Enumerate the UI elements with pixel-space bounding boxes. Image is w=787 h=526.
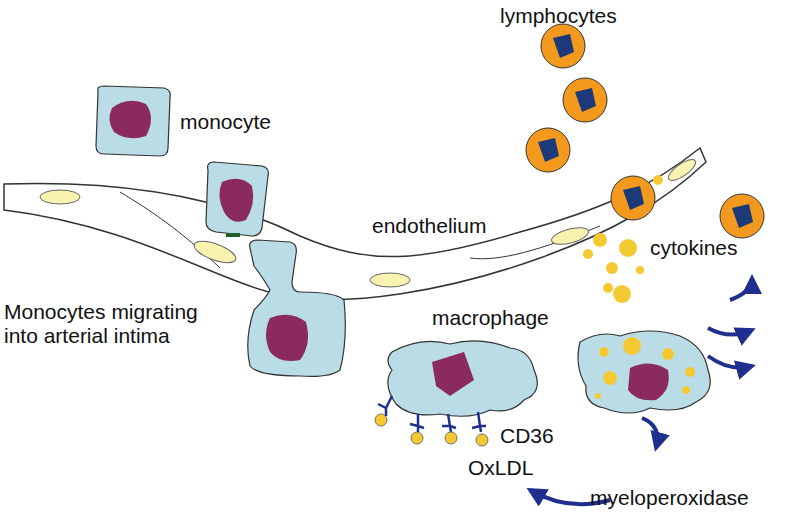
migrating-monocyte: [248, 240, 346, 376]
text-label: myeloperoxidase: [590, 486, 749, 510]
monocyte-cell: [96, 86, 170, 156]
text-label: endothelium: [372, 214, 486, 238]
text-label: OxLDL: [468, 456, 533, 480]
endothelial-nuclei: [40, 156, 699, 287]
monocyte-cell: [206, 162, 268, 237]
text-label: cytokines: [650, 236, 738, 260]
foam-macrophage-cell: [578, 331, 710, 413]
text-label: macrophage: [432, 306, 549, 330]
text-label: monocyte: [180, 110, 271, 134]
text-label: Monocytes migrating into arterial intima: [4, 300, 236, 348]
secretion-arrows: [530, 278, 752, 504]
text-label: lymphocytes: [500, 4, 617, 28]
text-label: CD36: [500, 424, 554, 448]
endothelium-band: [4, 148, 706, 300]
lymphocyte-cells: [526, 24, 764, 238]
